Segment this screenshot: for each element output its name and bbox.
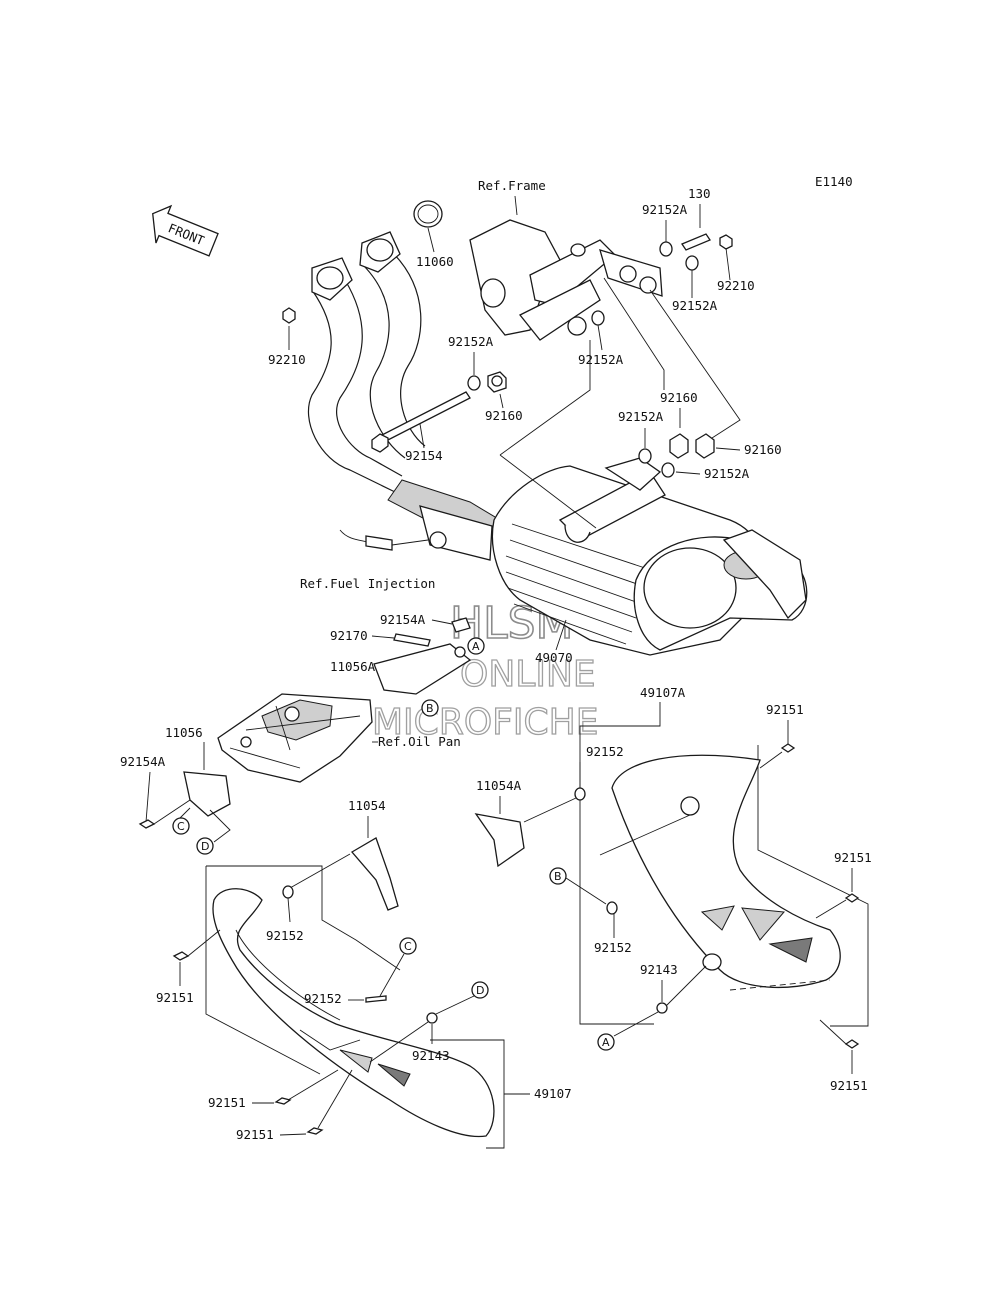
callout-circle <box>196 837 214 855</box>
callout-circle <box>421 699 439 717</box>
bolt-icon <box>681 233 711 251</box>
label-92151-bottom-right: 92151 <box>830 1078 868 1093</box>
heat-cover-right <box>599 754 841 991</box>
bracket-11054A <box>474 813 525 868</box>
ref-oil-pan-label[interactable]: Ref.Oil Pan <box>378 734 461 749</box>
oxygen-sensor <box>339 529 429 551</box>
watermark-line-2: ONLINE <box>460 654 596 695</box>
long-bolt-icon <box>379 391 471 443</box>
ref-frame-label[interactable]: Ref.Frame <box>478 178 546 193</box>
heat-cover-left <box>212 888 495 1138</box>
label-11056A: 11056A <box>330 659 376 674</box>
callout-letter: A <box>472 640 480 653</box>
label-92151-r2: 92151 <box>834 850 872 865</box>
frame-bracket <box>469 219 663 341</box>
label-92151-r1: 92151 <box>766 702 804 717</box>
label-92152A-mid: 92152A <box>578 352 624 367</box>
callout-letter: A <box>602 1036 610 1049</box>
label-92151-left: 92151 <box>156 990 194 1005</box>
label-92160-top: 92160 <box>660 390 698 405</box>
label-92151-bottom-1: 92151 <box>208 1095 246 1110</box>
label-92152A-r3: 92152A <box>704 466 750 481</box>
front-arrow-icon: FRONT <box>152 204 219 257</box>
bracket-11056 <box>183 771 231 817</box>
callout-letter: B <box>554 870 562 883</box>
label-92152A-top: 92152A <box>642 202 688 217</box>
exhaust-header-pipes <box>307 251 501 561</box>
label-92154A-top: 92154A <box>380 612 426 627</box>
label-92152-b: 92152 <box>594 940 632 955</box>
label-130: 130 <box>688 186 711 201</box>
label-92154A-left: 92154A <box>120 754 166 769</box>
label-92160-right: 92160 <box>744 442 782 457</box>
diagram-code: E1140 <box>815 174 853 189</box>
callout-circle <box>597 1033 615 1051</box>
callout-letter: D <box>201 840 209 853</box>
callout-letter: B <box>426 702 434 715</box>
label-92160-left: 92160 <box>485 408 523 423</box>
callout-circle <box>172 817 190 835</box>
label-11054A: 11054A <box>476 778 522 793</box>
oil-pan <box>217 693 373 783</box>
label-49107A: 49107A <box>640 685 686 700</box>
label-92170: 92170 <box>330 628 368 643</box>
callout-circle <box>399 937 417 955</box>
label-49070: 49070 <box>535 650 573 665</box>
header-flange-left <box>311 257 353 301</box>
label-92143-right: 92143 <box>640 962 678 977</box>
callout-circle <box>467 637 485 655</box>
callout-letter: D <box>476 984 484 997</box>
label-92152A-r1: 92152A <box>672 298 718 313</box>
label-49107: 49107 <box>534 1086 572 1101</box>
nut-icon <box>282 307 296 324</box>
callout-letter: C <box>177 820 185 833</box>
label-11056: 11056 <box>165 725 203 740</box>
label-92152-mid: 92152 <box>586 744 624 759</box>
label-11060: 11060 <box>416 254 454 269</box>
label-92152A-mid-left: 92152A <box>448 334 494 349</box>
callout-circle <box>471 981 489 999</box>
label-92152-c: 92152 <box>304 991 342 1006</box>
label-92154: 92154 <box>405 448 443 463</box>
nut-icon-right <box>719 234 733 250</box>
label-92143-left: 92143 <box>412 1048 450 1063</box>
muffler <box>491 457 808 656</box>
callout-circle <box>549 867 567 885</box>
watermark-line-3: MICROFICHE <box>372 702 598 743</box>
label-92210-right: 92210 <box>717 278 755 293</box>
label-11054: 11054 <box>348 798 386 813</box>
ref-fuel-injection-label[interactable]: Ref.Fuel Injection <box>300 576 435 591</box>
label-92210-left: 92210 <box>268 352 306 367</box>
callout-letter: C <box>404 940 412 953</box>
washer-icon <box>659 241 673 257</box>
bracket-11054 <box>350 837 399 911</box>
clamp-band <box>393 633 431 647</box>
bracket-11056A <box>373 643 472 695</box>
label-92152A-r2: 92152A <box>618 409 664 424</box>
label-92152-left: 92152 <box>266 928 304 943</box>
label-92151-bottom-2: 92151 <box>236 1127 274 1142</box>
header-flange-right <box>359 231 401 273</box>
